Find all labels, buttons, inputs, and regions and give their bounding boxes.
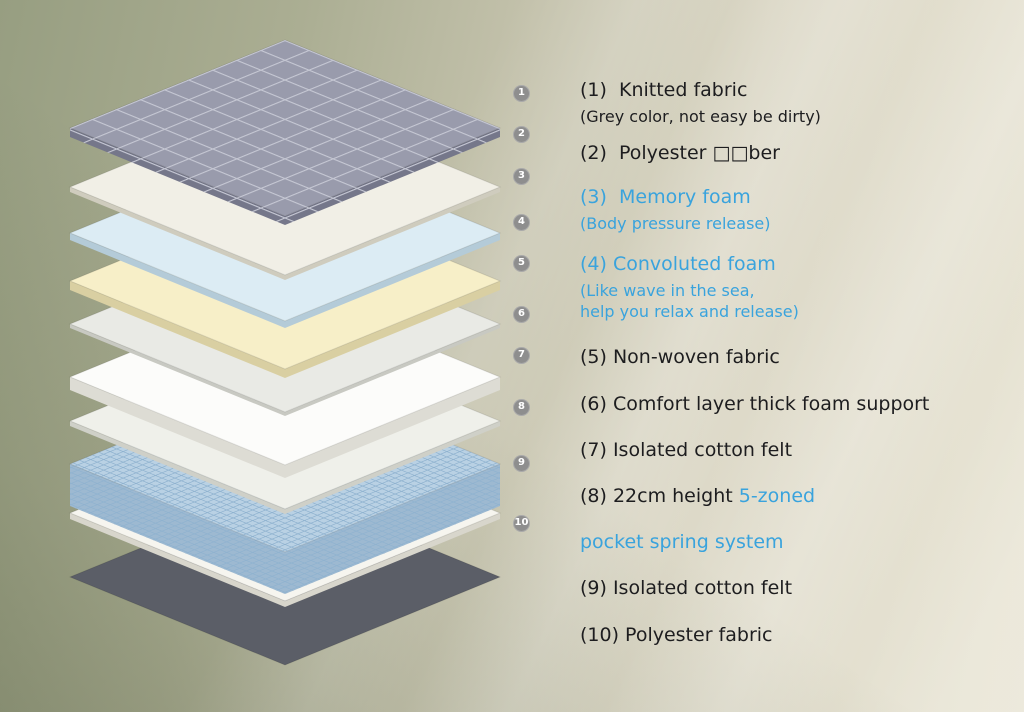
legend-item-8-title: (8) 22cm height 5-zoned <box>580 484 815 508</box>
legend-item-10-title: (10) Polyester fabric <box>580 624 773 646</box>
legend-item-4: (4) Convoluted foam (Like wave in the se… <box>580 252 799 322</box>
legend-item-1-title: (1) Knitted fabric <box>580 79 748 101</box>
legend-item-8-line2-text: pocket spring system <box>580 531 784 553</box>
layer-badge-10: 10 <box>513 514 530 532</box>
legend-item-5: (5) Non-woven fabric <box>580 345 780 369</box>
legend-item-5-title: (5) Non-woven fabric <box>580 346 780 368</box>
legend-item-4-subtitle: (Like wave in the sea, help you relax an… <box>580 281 799 321</box>
legend-item-6: (6) Comfort layer thick foam support <box>580 392 929 416</box>
legend-item-6-title: (6) Comfort layer thick foam support <box>580 393 930 415</box>
legend-item-8: (8) 22cm height 5-zoned <box>580 484 815 508</box>
legend-item-4-title: (4) Convoluted foam <box>580 253 776 275</box>
mattress-layer-stack-diagram <box>68 39 502 666</box>
layer-badge-5: 5 <box>513 254 530 272</box>
layer-badge-2: 2 <box>513 125 530 143</box>
legend-item-1-subtitle: (Grey color, not easy be dirty) <box>580 107 821 126</box>
legend-item-3: (3) Memory foam (Body pressure release) <box>580 185 771 234</box>
legend-item-10: (10) Polyester fabric <box>580 623 772 647</box>
layer-badge-3: 3 <box>513 167 530 185</box>
legend-item-8-line2: pocket spring system <box>580 530 784 554</box>
layer-badge-8: 8 <box>513 398 530 416</box>
legend-item-7-title: (7) Isolated cotton felt <box>580 439 793 461</box>
legend-item-3-title: (3) Memory foam <box>580 186 751 208</box>
layer-badge-9: 9 <box>513 454 530 472</box>
legend-item-9-title: (9) Isolated cotton felt <box>580 577 793 599</box>
layer-badge-7: 7 <box>513 346 530 364</box>
layer-1-knitted-fabric <box>68 39 502 225</box>
legend-item-8-title-dark: (8) 22cm height <box>580 485 739 507</box>
legend-item-8-title-blue: 5-zoned <box>738 485 816 507</box>
legend-item-3-subtitle: (Body pressure release) <box>580 214 771 233</box>
legend-item-7: (7) Isolated cotton felt <box>580 438 792 462</box>
legend-item-1: (1) Knitted fabric (Grey color, not easy… <box>580 78 821 127</box>
legend-item-9: (9) Isolated cotton felt <box>580 576 792 600</box>
legend-item-2: (2) Polyester □□ber <box>580 141 780 165</box>
layer-badge-6: 6 <box>513 305 530 323</box>
legend-item-2-title: (2) Polyester □□ber <box>580 142 780 164</box>
layer-badge-4: 4 <box>513 213 530 231</box>
layer-badge-1: 1 <box>513 84 530 102</box>
